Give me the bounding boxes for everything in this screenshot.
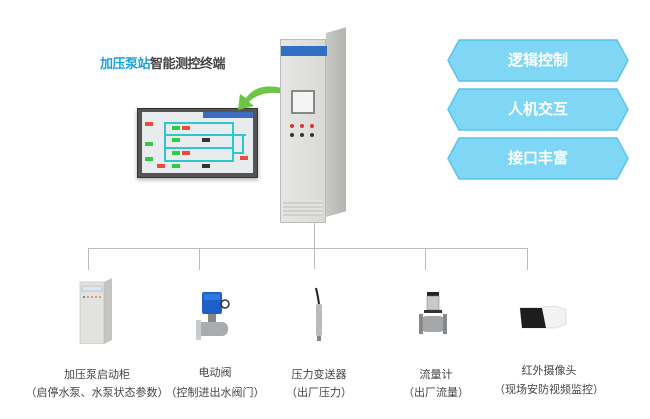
device-description: （现场安防视频监控） bbox=[494, 383, 604, 396]
device-name: 加压泵启动柜 bbox=[64, 368, 130, 381]
connector-bus bbox=[88, 248, 528, 249]
feature-label: 人机交互 bbox=[507, 100, 568, 118]
device-description: （出厂流量） bbox=[403, 386, 469, 399]
flow-meter-icon bbox=[419, 292, 447, 334]
feature-hmi: 人机交互 bbox=[447, 88, 629, 131]
scada-screen bbox=[142, 112, 253, 173]
device-description: （启停水泵、水泵状态参数） bbox=[25, 386, 169, 399]
connector-drop bbox=[527, 248, 528, 270]
device-description: （控制进出水阀门） bbox=[165, 386, 265, 399]
terminal-cabinet-image bbox=[280, 27, 346, 223]
pressure-transmitter-icon bbox=[315, 287, 322, 341]
title-highlight: 加压泵站 bbox=[100, 57, 151, 72]
feature-rich-interfaces: 接口丰富 bbox=[447, 137, 629, 180]
connector-drop bbox=[425, 248, 426, 270]
curved-arrow-icon bbox=[238, 86, 292, 110]
feature-label: 接口丰富 bbox=[507, 149, 568, 167]
connector-trunk bbox=[314, 222, 315, 248]
control-cabinet-icon bbox=[79, 278, 112, 344]
device-name: 红外摄像头 bbox=[521, 364, 577, 377]
device-description: （出厂压力） bbox=[286, 386, 352, 399]
connector-drop bbox=[314, 248, 315, 269]
title-rest: 智能测控终端 bbox=[150, 57, 226, 72]
connector-drop bbox=[88, 248, 89, 270]
feature-label: 逻辑控制 bbox=[507, 51, 568, 69]
device-name: 流量计 bbox=[419, 368, 453, 381]
feature-logic-control: 逻辑控制 bbox=[447, 39, 629, 82]
electric-valve-icon bbox=[196, 292, 230, 340]
device-name: 压力变送器 bbox=[291, 368, 347, 381]
infrared-camera-icon bbox=[519, 305, 567, 329]
connector-drop bbox=[199, 248, 200, 270]
device-name: 电动阀 bbox=[198, 366, 232, 379]
terminal-title: 加压泵站智能测控终端 bbox=[100, 53, 226, 72]
hmi-monitor-image bbox=[137, 108, 258, 178]
